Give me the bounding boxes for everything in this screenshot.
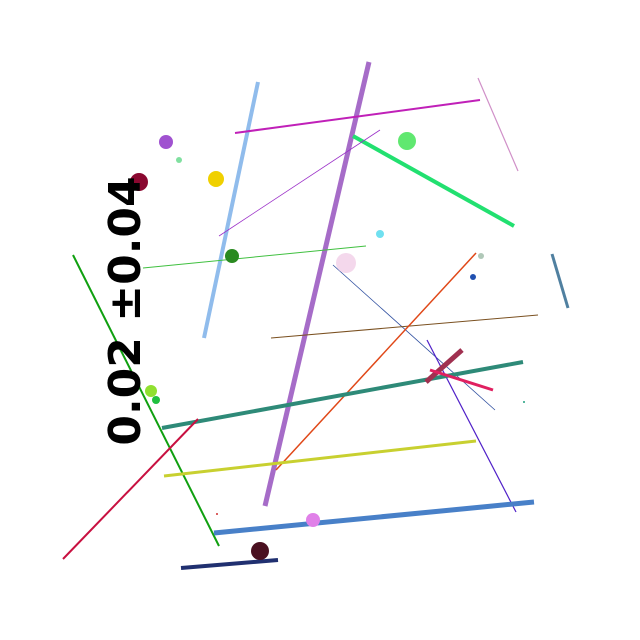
line-rose: [429, 368, 494, 392]
dot-lime: [145, 385, 157, 397]
line-royal-blue: [213, 499, 535, 536]
dot-gold: [208, 171, 224, 187]
line-purple-thin: [218, 129, 381, 237]
dot-pale-pink: [336, 253, 356, 273]
dot-cyan: [376, 230, 384, 238]
line-sky-blue: [202, 81, 260, 339]
line-magenta: [234, 99, 481, 134]
dot-gray: [478, 253, 484, 259]
line-pink-mauve: [477, 77, 519, 172]
dot-tiny-red: [216, 513, 218, 515]
dot-maroon: [130, 173, 148, 191]
dot-mint: [176, 157, 182, 163]
dot-forest-green: [225, 249, 239, 263]
line-orange-red: [275, 252, 477, 471]
dot-blue: [470, 274, 476, 280]
line-spring-green: [352, 134, 515, 228]
rotated-value-label: 0.02 ±0.04: [100, 176, 151, 446]
line-navy-thin: [332, 264, 496, 411]
line-green: [72, 254, 220, 547]
line-navy: [180, 558, 279, 570]
line-brown: [270, 314, 539, 339]
dot-tiny-teal: [523, 401, 525, 403]
line-crimson: [62, 418, 199, 560]
line-steel-blue: [550, 253, 570, 309]
line-lavender: [262, 61, 372, 507]
dot-green: [152, 396, 160, 404]
dot-orchid: [306, 513, 320, 527]
line-green-thin: [142, 245, 367, 269]
line-yellow-green: [163, 439, 477, 478]
line-wine: [424, 348, 464, 384]
dot-violet: [159, 135, 173, 149]
dot-light-green: [398, 132, 416, 150]
line-teal: [161, 360, 524, 430]
dot-dark-maroon: [251, 542, 269, 560]
